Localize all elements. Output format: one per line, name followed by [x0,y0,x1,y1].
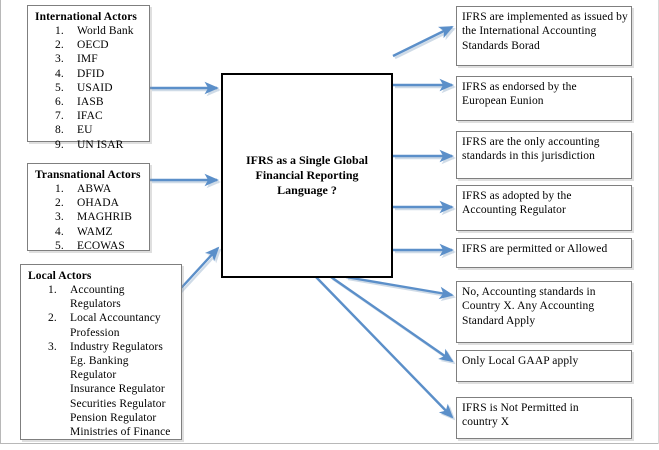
page-frame-bottom-rule [0,443,659,444]
outcome-box-5: IFRS are permitted or Allowed [456,238,632,268]
international-actors-list: World Bank OECD IMF DFID USAID IASB IFAC… [35,24,144,152]
list-item: Industry Regulators Eg. Banking Regulato… [48,340,171,439]
arrow-center-to-outcome-7 [330,276,454,363]
list-item: Accounting Regulators [48,283,125,311]
list-item: OECD [55,38,109,52]
outcome-box-7: Only Local GAAP apply [456,350,632,382]
list-item: ECOWAS [55,239,125,253]
list-item: ABWA [55,182,112,196]
local-actors-box: Local Actors Accounting Regulators Local… [20,264,182,440]
local-actors-list: Accounting Regulators Local Accountancy … [28,283,176,439]
list-item: Local Accountancy Profession [48,311,161,339]
outcome-text: IFRS are implemented as issued by the In… [462,11,628,52]
arrow-center-to-outcome-6 [345,275,454,300]
outcome-box-3: IFRS are the only accounting standards i… [456,131,632,179]
outcome-text: Only Local GAAP apply [462,355,579,367]
outcome-box-6: No, Accounting standards in Country X. A… [456,281,632,343]
outcome-text: IFRS is Not Permitted in country X [462,402,579,429]
arrow-center-to-outcome-1 [392,25,454,58]
central-question-box: IFRS as a Single Global Financial Report… [221,73,393,278]
outcome-box-4: IFRS as adopted by the Accounting Regula… [456,185,632,231]
list-item: EU [55,123,93,137]
outcome-box-8: IFRS is Not Permitted in country X [456,397,632,439]
outcome-text: IFRS are permitted or Allowed [462,243,608,255]
list-item: IFAC [55,109,103,123]
list-item: OHADA [55,196,120,210]
arrow-center-to-outcome-8 [315,276,454,419]
outcome-text: IFRS are the only accounting standards i… [462,136,600,163]
outcome-box-2: IFRS as endorsed by the European Eunion [456,76,632,121]
international-actors-box: International Actors World Bank OECD IMF… [27,5,150,152]
transnational-actors-title: Transnational Actors [35,169,141,181]
list-item: MAGHRIB [55,210,133,224]
list-item: DFID [55,67,105,81]
outcome-text: IFRS as adopted by the Accounting Regula… [462,190,572,217]
list-item: IASB [55,95,104,109]
list-item: UN ISAR [55,138,124,152]
list-item: USAID [55,81,113,95]
central-question-label: IFRS as a Single Global Financial Report… [245,153,369,197]
transnational-actors-list: ABWA OHADA MAGHRIB WAMZ ECOWAS [35,182,144,253]
outcome-text: IFRS as endorsed by the European Eunion [462,81,577,108]
list-item: IMF [55,52,98,66]
international-actors-title: International Actors [35,11,137,23]
list-item: WAMZ [55,225,113,239]
list-item: World Bank [55,24,134,38]
transnational-actors-box: Transnational Actors ABWA OHADA MAGHRIB … [27,163,150,253]
outcome-text: No, Accounting standards in Country X. A… [462,286,596,327]
outcome-box-1: IFRS are implemented as issued by the In… [456,6,632,66]
local-actors-title: Local Actors [28,270,92,282]
page-frame-left-rule [0,0,1,444]
